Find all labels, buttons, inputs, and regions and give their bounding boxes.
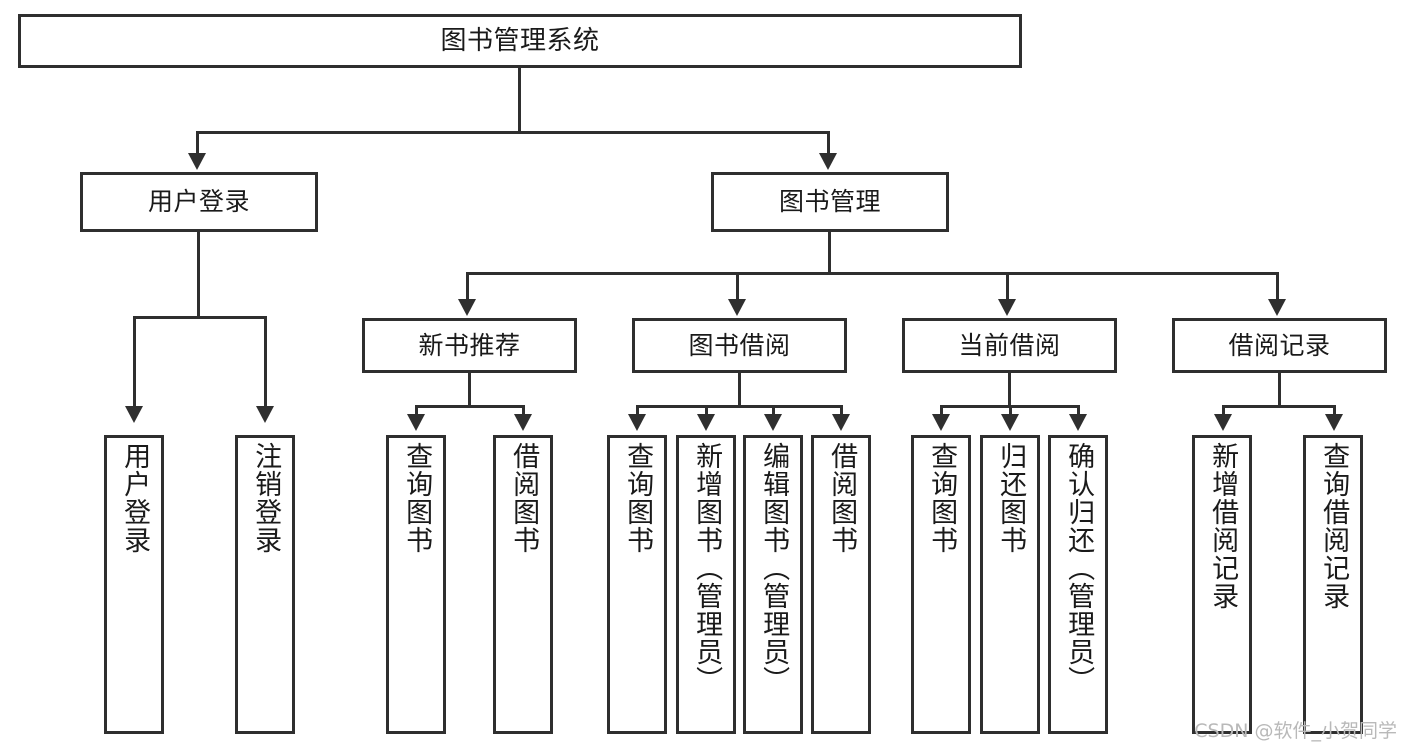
connector-to-book-manage (827, 131, 830, 156)
node-leaf-query-book-2[interactable]: 查询图书 (607, 435, 667, 734)
node-label: 用户登录 (147, 187, 250, 217)
node-label: 新增图书（管理员） (691, 442, 723, 694)
arrowhead-book-borrow (728, 299, 746, 316)
node-leaf-borrow-book-1[interactable]: 借阅图书 (493, 435, 553, 734)
connector-user-login-stem (197, 232, 200, 318)
connector-book-borrow-bus (636, 405, 843, 408)
connector-drop-leaf-add-book (705, 405, 708, 417)
connector-drop-leaf-logout (264, 316, 267, 408)
node-leaf-add-record[interactable]: 新增借阅记录 (1192, 435, 1252, 734)
connector-new-book-rec-stem (468, 373, 471, 407)
connector-borrow-record-stem (1278, 373, 1281, 407)
node-label: 查询图书 (622, 442, 654, 554)
node-leaf-user-login[interactable]: 用户登录 (104, 435, 164, 734)
node-leaf-confirm-return[interactable]: 确认归还（管理员） (1048, 435, 1108, 734)
arrowhead-leaf-add-record (1214, 414, 1232, 431)
node-label: 借阅记录 (1228, 330, 1331, 360)
node-new-book-rec[interactable]: 新书推荐 (362, 318, 577, 373)
connector-drop-leaf-user-login (133, 316, 136, 408)
node-borrow-record[interactable]: 借阅记录 (1172, 318, 1387, 373)
node-label: 确认归还（管理员） (1063, 442, 1095, 694)
connector-book-manage-stem (828, 232, 831, 274)
connector-to-current-borrow (1006, 272, 1009, 302)
watermark-text: CSDN @软件_小贺同学 (1194, 720, 1397, 742)
connector-to-book-borrow (736, 272, 739, 302)
connector-drop-leaf-query-record (1333, 405, 1336, 417)
connector-drop-leaf-edit-book (772, 405, 775, 417)
arrowhead-leaf-edit-book (764, 414, 782, 431)
node-label: 图书管理系统 (440, 25, 600, 56)
node-label: 当前借阅 (958, 330, 1061, 360)
connector-level1-bus (196, 131, 830, 134)
node-label: 编辑图书（管理员） (758, 442, 790, 694)
connector-drop-leaf-confirm-return (1077, 405, 1080, 417)
connector-drop-leaf-query-book-3 (940, 405, 943, 417)
node-leaf-query-record[interactable]: 查询借阅记录 (1303, 435, 1363, 734)
node-root-system[interactable]: 图书管理系统 (18, 14, 1022, 68)
node-label: 新增借阅记录 (1207, 442, 1239, 610)
arrowhead-leaf-query-book-2 (628, 414, 646, 431)
connector-book-borrow-stem (738, 373, 741, 407)
arrowhead-current-borrow (998, 299, 1016, 316)
node-label: 借阅图书 (826, 442, 858, 554)
node-label: 归还图书 (995, 442, 1027, 554)
node-leaf-edit-book[interactable]: 编辑图书（管理员） (743, 435, 803, 734)
node-book-borrow[interactable]: 图书借阅 (632, 318, 847, 373)
connector-to-user-login (196, 131, 199, 156)
node-leaf-query-book-3[interactable]: 查询图书 (911, 435, 971, 734)
connector-to-new-book-rec (466, 272, 469, 302)
arrowhead-book-manage (819, 153, 837, 170)
connector-drop-leaf-add-record (1222, 405, 1225, 417)
node-leaf-return-book[interactable]: 归还图书 (980, 435, 1040, 734)
arrowhead-leaf-query-book-1 (407, 414, 425, 431)
connector-drop-leaf-return-book (1009, 405, 1012, 417)
node-label: 注销登录 (250, 442, 282, 554)
arrowhead-new-book-rec (458, 299, 476, 316)
connector-level2-bus (466, 272, 1278, 275)
node-label: 图书管理 (778, 187, 881, 217)
node-user-login[interactable]: 用户登录 (80, 172, 318, 232)
arrowhead-user-login (188, 153, 206, 170)
connector-drop-leaf-query-book-2 (636, 405, 639, 417)
arrowhead-leaf-borrow-book-2 (832, 414, 850, 431)
arrowhead-leaf-add-book (697, 414, 715, 431)
connector-root-stem (518, 68, 521, 133)
connector-drop-leaf-borrow-book-1 (522, 405, 525, 417)
node-book-manage[interactable]: 图书管理 (711, 172, 949, 232)
connector-drop-leaf-borrow-book-2 (840, 405, 843, 417)
arrowhead-leaf-borrow-book-1 (514, 414, 532, 431)
connector-new-book-rec-bus (415, 405, 525, 408)
node-leaf-query-book-1[interactable]: 查询图书 (386, 435, 446, 734)
arrowhead-leaf-query-book-3 (932, 414, 950, 431)
connector-user-login-bus (133, 316, 267, 319)
connector-drop-leaf-query-book-1 (415, 405, 418, 417)
connector-borrow-record-bus (1222, 405, 1336, 408)
node-label: 查询图书 (401, 442, 433, 554)
arrowhead-leaf-confirm-return (1069, 414, 1087, 431)
connector-current-borrow-stem (1008, 373, 1011, 407)
node-leaf-borrow-book-2[interactable]: 借阅图书 (811, 435, 871, 734)
node-label: 图书借阅 (688, 330, 791, 360)
arrowhead-borrow-record (1268, 299, 1286, 316)
node-leaf-add-book[interactable]: 新增图书（管理员） (676, 435, 736, 734)
arrowhead-leaf-return-book (1001, 414, 1019, 431)
connector-to-borrow-record (1276, 272, 1279, 302)
node-label: 查询图书 (926, 442, 958, 554)
node-current-borrow[interactable]: 当前借阅 (902, 318, 1117, 373)
node-label: 用户登录 (119, 442, 151, 554)
node-label: 新书推荐 (418, 330, 521, 360)
node-label: 借阅图书 (508, 442, 540, 554)
node-label: 查询借阅记录 (1318, 442, 1350, 610)
arrowhead-leaf-user-login (125, 406, 143, 423)
arrowhead-leaf-query-record (1325, 414, 1343, 431)
arrowhead-leaf-logout (256, 406, 274, 423)
node-leaf-logout[interactable]: 注销登录 (235, 435, 295, 734)
